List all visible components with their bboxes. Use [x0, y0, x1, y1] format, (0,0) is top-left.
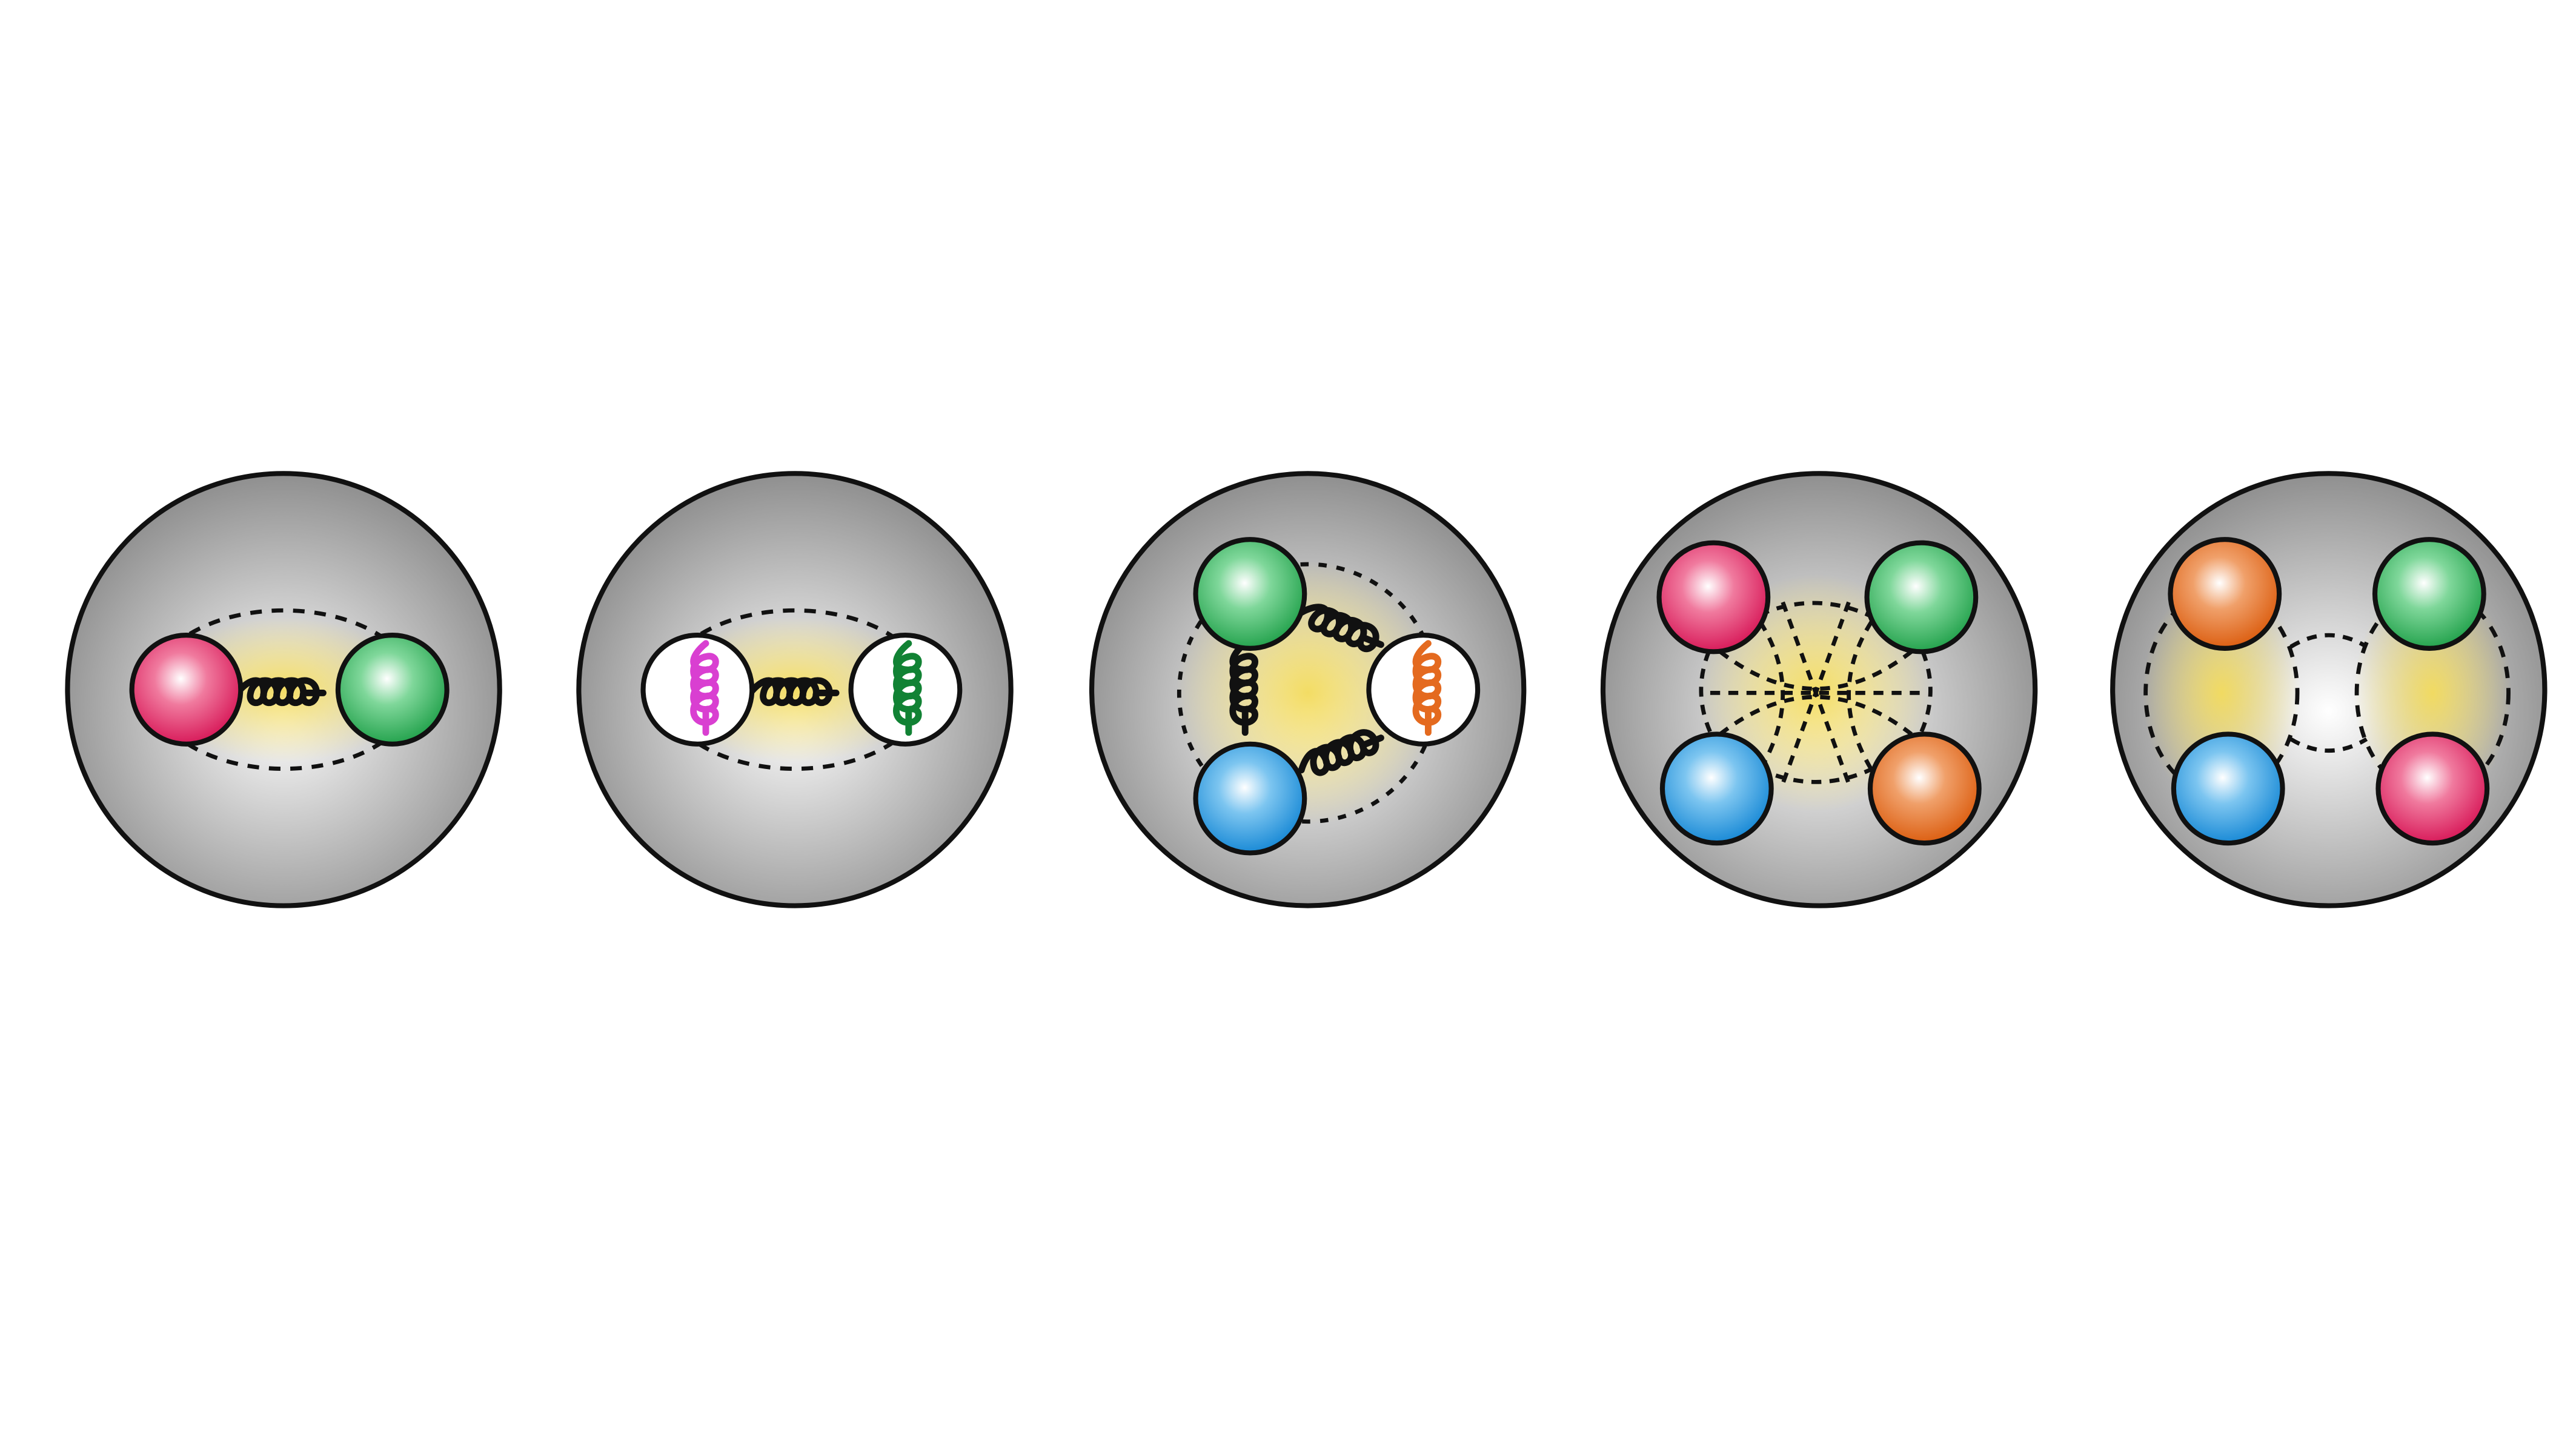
quark-green [1193, 537, 1307, 651]
cluster-boundary-left [2143, 588, 2300, 798]
panel-hybrid [576, 471, 1014, 908]
quark-blue [1659, 731, 1774, 846]
panel-tetraquark [1600, 471, 2038, 908]
gluon-string [237, 681, 324, 703]
panel-baryon [1089, 471, 1527, 908]
quark-green [335, 633, 450, 747]
color-field-web [1699, 601, 1933, 787]
molecule-bond [2289, 633, 2368, 753]
quark-blue [1193, 741, 1307, 856]
panel-meson [65, 471, 502, 908]
quark-blue [2171, 731, 2285, 846]
quark-orange [1867, 731, 1982, 846]
cluster-boundary-right [2354, 588, 2511, 798]
quark-white-right [848, 633, 963, 747]
quark-orange [2168, 537, 2282, 651]
quark-red [1656, 540, 1771, 654]
panel-molecule [2110, 471, 2548, 908]
quark-red [129, 633, 244, 747]
quark-green [2372, 537, 2486, 651]
quark-white [1366, 633, 1481, 747]
gluon-string [751, 681, 837, 703]
quark-green [1864, 540, 1979, 654]
quark-red [2375, 731, 2490, 846]
